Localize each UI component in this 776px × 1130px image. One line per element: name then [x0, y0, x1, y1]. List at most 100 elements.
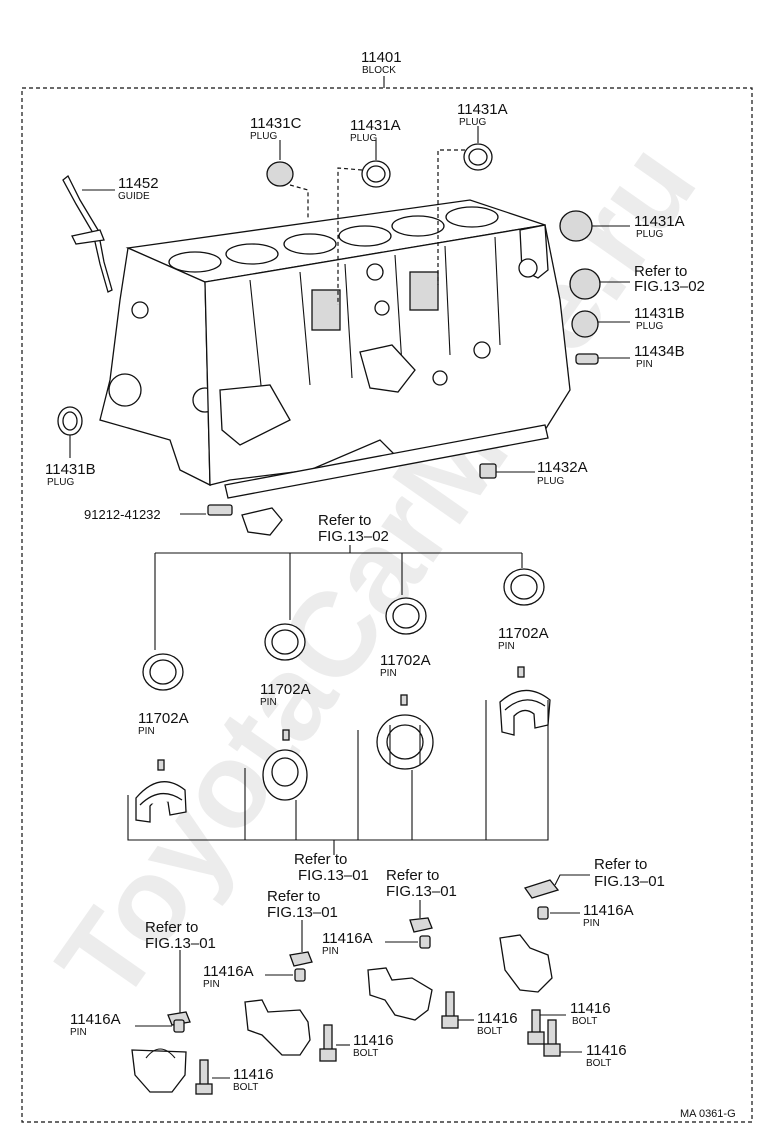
plate-3[interactable]	[409, 917, 433, 933]
svg-text:FIG.13–01: FIG.13–01	[594, 873, 665, 890]
svg-text:BOLT: BOLT	[353, 1048, 378, 1059]
ref-fig-13-01-mid[interactable]: Refer to FIG.13–01	[386, 867, 457, 900]
pin-11702a-2[interactable]	[282, 729, 290, 741]
svg-text:PIN: PIN	[636, 359, 653, 370]
svg-text:11431B: 11431B	[634, 305, 685, 322]
diagram-code: MA 0361-G	[680, 1108, 736, 1120]
pin-11416a-2[interactable]	[294, 968, 306, 982]
svg-text:GUIDE: GUIDE	[118, 191, 150, 202]
svg-text:PLUG: PLUG	[636, 229, 663, 240]
svg-text:PIN: PIN	[322, 946, 339, 957]
pin-11702a-1[interactable]	[157, 759, 165, 771]
svg-text:11702A: 11702A	[380, 652, 431, 669]
plug-11431a-top-label: 11431A PLUG	[457, 101, 508, 128]
plug-11431a-top[interactable]	[463, 143, 493, 171]
plug-11431c[interactable]	[266, 161, 294, 187]
bolt-11416-1[interactable]	[195, 1059, 213, 1095]
plug-11431c-label: 11431C PLUG	[250, 115, 302, 142]
upper-bearing-4[interactable]	[503, 568, 545, 606]
svg-text:PLUG: PLUG	[350, 133, 377, 144]
main-bearing-cap-3[interactable]	[367, 967, 433, 1021]
pin-11702a-3-label: 11702A PIN	[380, 652, 431, 679]
bolt-11416-3[interactable]	[441, 991, 459, 1029]
ref-fig-13-01-center[interactable]: Refer to FIG.13–01	[294, 851, 369, 884]
svg-text:BOLT: BOLT	[233, 1082, 258, 1093]
pin-11702a-2-label: 11702A PIN	[260, 681, 311, 708]
svg-text:PIN: PIN	[498, 641, 515, 652]
oil-level-gauge-guide[interactable]	[62, 174, 113, 293]
lower-bearing-4[interactable]	[499, 689, 551, 736]
cylinder-block[interactable]	[99, 199, 571, 499]
upper-bearing-1[interactable]	[142, 653, 184, 691]
svg-text:11434B: 11434B	[634, 343, 685, 360]
svg-text:11416A: 11416A	[70, 1011, 121, 1028]
bracket-part[interactable]	[241, 507, 283, 536]
plug-refer-fig-13-02[interactable]	[569, 268, 601, 300]
lower-bearing-2[interactable]	[262, 749, 308, 801]
pin-11702a-3[interactable]	[400, 694, 408, 706]
upper-bearing-3[interactable]	[385, 597, 427, 635]
svg-text:FIG.13–01: FIG.13–01	[298, 867, 369, 884]
main-bearing-cap-2[interactable]	[244, 999, 311, 1056]
main-bearing-cap-4[interactable]	[499, 934, 553, 993]
svg-text:PLUG: PLUG	[459, 117, 486, 128]
svg-text:Refer to: Refer to	[594, 856, 647, 873]
ref-fig-13-02-bearings[interactable]: Refer to FIG.13–02	[318, 512, 389, 545]
svg-text:Refer to: Refer to	[294, 851, 347, 868]
pin-11416a-1-label: 11416A PIN	[70, 1011, 121, 1038]
svg-text:Refer to: Refer to	[318, 512, 371, 529]
bolt-91212-41232[interactable]	[207, 504, 233, 516]
svg-text:PLUG: PLUG	[250, 131, 277, 142]
plug-11431b-left[interactable]	[57, 406, 83, 436]
svg-text:Refer to: Refer to	[386, 867, 439, 884]
svg-text:Refer to: Refer to	[267, 888, 320, 905]
plug-11431b-right-label: 11431B PLUG	[634, 305, 685, 332]
svg-text:FIG.13–01: FIG.13–01	[386, 883, 457, 900]
bolt-11416-4-label: 11416 BOLT	[570, 1000, 611, 1027]
plug-11431a-mid[interactable]	[361, 160, 391, 188]
plug-11432a[interactable]	[479, 463, 497, 479]
bolt-11416-2-label: 11416 BOLT	[353, 1032, 394, 1059]
svg-text:PLUG: PLUG	[537, 476, 564, 487]
bolt-11416-3-label: 11416 BOLT	[477, 1010, 518, 1037]
pin-11702a-1-label: 11702A PIN	[138, 710, 189, 737]
svg-text:11431A: 11431A	[634, 213, 685, 230]
plug-11431b-right[interactable]	[571, 310, 599, 338]
pin-11434b[interactable]	[575, 353, 599, 365]
svg-text:FIG.13–01: FIG.13–01	[145, 935, 216, 952]
plug-11431a-right-label: 11431A PLUG	[634, 213, 685, 240]
svg-text:11401: 11401	[361, 49, 402, 66]
pin-11416a-4[interactable]	[537, 906, 549, 920]
ref-fig-13-01-left[interactable]: Refer to FIG.13–01	[145, 919, 216, 952]
ref-fig-13-01-right[interactable]: Refer to FIG.13–01	[594, 856, 665, 890]
lower-bearing-1[interactable]	[135, 781, 187, 823]
svg-text:11416: 11416	[353, 1032, 394, 1049]
svg-text:11416: 11416	[586, 1042, 627, 1059]
ref-fig-13-02-right[interactable]: Refer to FIG.13–02	[634, 263, 705, 295]
svg-text:BOLT: BOLT	[586, 1058, 611, 1069]
pin-11416a-1[interactable]	[173, 1019, 185, 1033]
upper-bearing-2[interactable]	[264, 623, 306, 661]
block-label: 11401 BLOCK	[361, 49, 402, 76]
pin-11416a-2-label: 11416A PIN	[203, 963, 254, 990]
pin-11416a-4-label: 11416A PIN	[583, 902, 634, 929]
lower-bearing-3-thrust[interactable]	[376, 714, 434, 770]
pin-11702a-4[interactable]	[517, 666, 525, 678]
plate-4[interactable]	[523, 879, 560, 899]
plug-11431a-right[interactable]	[559, 210, 593, 242]
plug-11431b-left-label: 11431B PLUG	[45, 461, 96, 488]
svg-text:PIN: PIN	[380, 668, 397, 679]
bolt-11416-5[interactable]	[543, 1019, 561, 1057]
svg-text:11431B: 11431B	[45, 461, 96, 478]
pin-11416a-3[interactable]	[419, 935, 431, 949]
plate-2[interactable]	[289, 951, 313, 967]
bolt-11416-5-label: 11416 BOLT	[586, 1042, 627, 1069]
bolt-11416-4[interactable]	[527, 1009, 545, 1045]
main-bearing-cap-1[interactable]	[131, 1048, 187, 1093]
plug-11432a-label: 11432A PLUG	[537, 459, 588, 487]
bolt-11416-2[interactable]	[319, 1024, 337, 1062]
ref-fig-13-01-left-mid[interactable]: Refer to FIG.13–01	[267, 888, 338, 921]
svg-text:11416A: 11416A	[203, 963, 254, 980]
svg-text:11432A: 11432A	[537, 459, 588, 476]
